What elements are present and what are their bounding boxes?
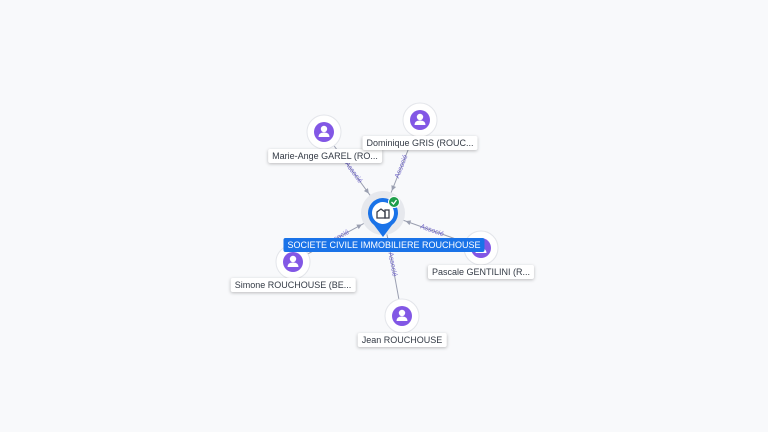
edge-label-marie-ange: Associé <box>343 161 363 185</box>
person-icon <box>396 309 408 321</box>
person-node-simone[interactable] <box>275 244 311 280</box>
edge-label-jean: Associé <box>386 252 397 277</box>
person-node-jean[interactable] <box>384 298 420 334</box>
person-label-simone[interactable]: Simone ROUCHOUSE (BE... <box>230 278 356 292</box>
person-icon <box>287 255 299 267</box>
person-label-jean[interactable]: Jean ROUCHOUSE <box>357 333 447 347</box>
person-node-marie-ange[interactable] <box>306 114 342 150</box>
company-node[interactable] <box>361 191 405 237</box>
person-icon <box>414 113 426 125</box>
edge-label-pascale: Associé <box>419 223 445 238</box>
person-icon <box>318 125 330 137</box>
edge-arrow-simone <box>356 224 362 230</box>
edge-arrow-pascale <box>405 220 412 226</box>
person-node-dominique[interactable] <box>402 102 438 138</box>
edge-arrow-marie-ange <box>363 188 369 194</box>
edge-arrow-dominique <box>391 185 397 191</box>
edge-label-dominique: Associé <box>394 154 410 179</box>
person-label-dominique[interactable]: Dominique GRIS (ROUC... <box>362 136 478 150</box>
verified-check-icon <box>388 196 400 208</box>
person-label-marie-ange[interactable]: Marie-Ange GAREL (RO... <box>268 149 382 163</box>
building-icon <box>376 208 390 219</box>
company-label[interactable]: SOCIETE CIVILE IMMOBILIERE ROUCHOUSE <box>283 238 485 252</box>
person-label-pascale[interactable]: Pascale GENTILINI (R... <box>427 265 535 279</box>
